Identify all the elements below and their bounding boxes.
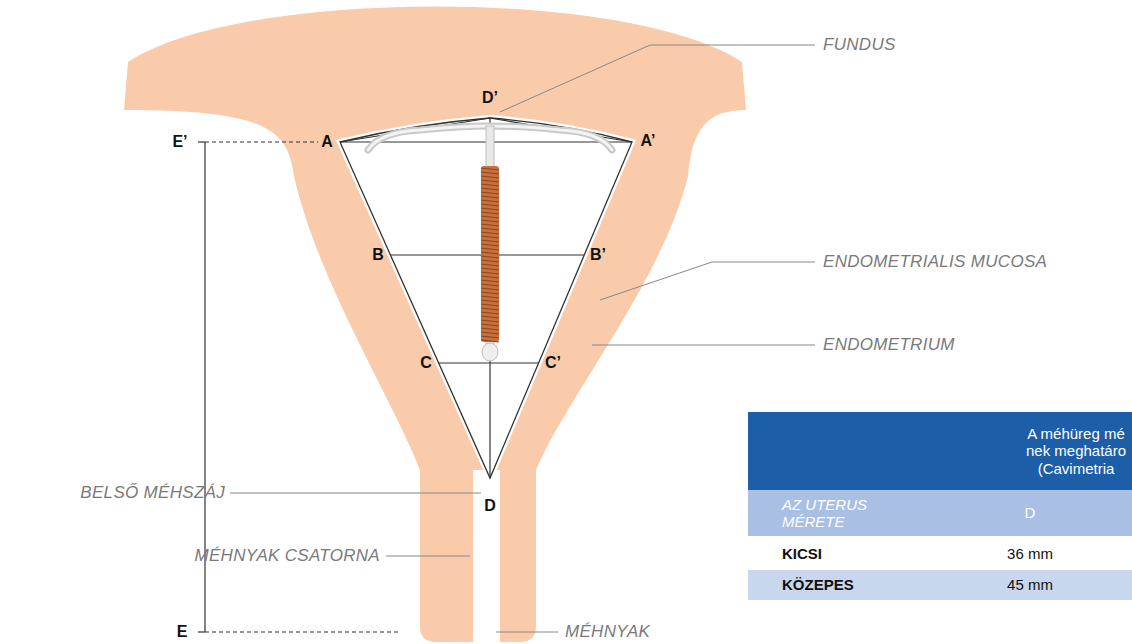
coil-winding: [481, 240, 499, 242]
coil-winding: [481, 268, 499, 270]
coil-winding: [481, 176, 499, 178]
point-letter: D: [484, 497, 496, 515]
cervical-canal: [473, 470, 500, 644]
coil-winding: [481, 212, 499, 214]
coil-winding: [481, 308, 499, 310]
coil-winding: [481, 248, 499, 250]
point-letter: B’: [590, 246, 606, 264]
coil-winding: [481, 192, 499, 194]
point-letter: A’: [640, 132, 655, 150]
coil-winding: [481, 320, 499, 322]
coil-winding: [481, 276, 499, 278]
coil-winding: [481, 316, 499, 318]
coil-winding: [481, 288, 499, 290]
coil-winding: [481, 220, 499, 222]
coil-winding: [481, 200, 499, 202]
coil-winding: [481, 204, 499, 206]
coil-winding: [481, 300, 499, 302]
table-cell: KÖZEPES: [782, 576, 854, 593]
coil-winding: [481, 280, 499, 282]
coil-winding: [481, 236, 499, 238]
table-subheader: D: [1025, 504, 1036, 521]
uterine-cavity: [340, 118, 632, 478]
table-cell: KICSI: [782, 545, 822, 562]
coil-winding: [481, 328, 499, 330]
leader-lines: [230, 45, 815, 632]
coil-winding: [481, 336, 499, 338]
coil-winding: [481, 224, 499, 226]
coil-winding: [481, 168, 499, 170]
coil-winding: [481, 208, 499, 210]
table-cell: 36 mm: [1007, 545, 1053, 562]
coil-winding: [481, 228, 499, 230]
part-label: ENDOMETRIUM: [823, 335, 955, 355]
uterus-body: [124, 7, 746, 643]
cavimetry-lines: [340, 118, 632, 478]
coil-winding: [481, 332, 499, 334]
coil-winding: [481, 172, 499, 174]
coil-winding: [481, 196, 499, 198]
point-letter: D’: [482, 89, 498, 107]
point-letter: C’: [545, 354, 561, 372]
part-label: MÉHNYAK: [565, 622, 650, 642]
coil-winding: [481, 216, 499, 218]
coil-winding: [481, 264, 499, 266]
table-header: A méhüreg mé nek meghatáro (Cavimetria: [1022, 425, 1130, 477]
coil-winding: [481, 324, 499, 326]
coil-winding: [481, 272, 499, 274]
point-letter: C: [420, 354, 432, 372]
part-label: FUNDUS: [823, 35, 896, 55]
coil-winding: [481, 256, 499, 258]
point-letter: E’: [172, 133, 187, 151]
coil-winding: [481, 252, 499, 254]
iud: [368, 126, 612, 361]
coil-winding: [481, 284, 499, 286]
coil-winding: [481, 312, 499, 314]
coil-winding: [481, 340, 499, 342]
coil-winding: [481, 188, 499, 190]
cavity-outline: [340, 118, 632, 478]
part-label: ENDOMETRIALIS MUCOSA: [823, 252, 1047, 272]
coil-winding: [481, 244, 499, 246]
coil-winding: [481, 296, 499, 298]
point-letter: E: [177, 623, 188, 641]
coil-winding: [481, 232, 499, 234]
coil-winding: [481, 260, 499, 262]
point-letter: B: [372, 246, 384, 264]
part-label: BELSŐ MÉHSZÁJ: [80, 483, 225, 503]
coil-winding: [481, 292, 499, 294]
table-cell: 45 mm: [1007, 576, 1053, 593]
part-label: MÉHNYAK CSATORNA: [194, 546, 380, 566]
table-subheader: AZ UTERUS MÉRETE: [782, 496, 892, 531]
coil-winding: [481, 304, 499, 306]
coil-winding: [481, 180, 499, 182]
coil-winding: [481, 184, 499, 186]
point-letter: A: [321, 133, 333, 151]
size-table: [748, 412, 1132, 600]
